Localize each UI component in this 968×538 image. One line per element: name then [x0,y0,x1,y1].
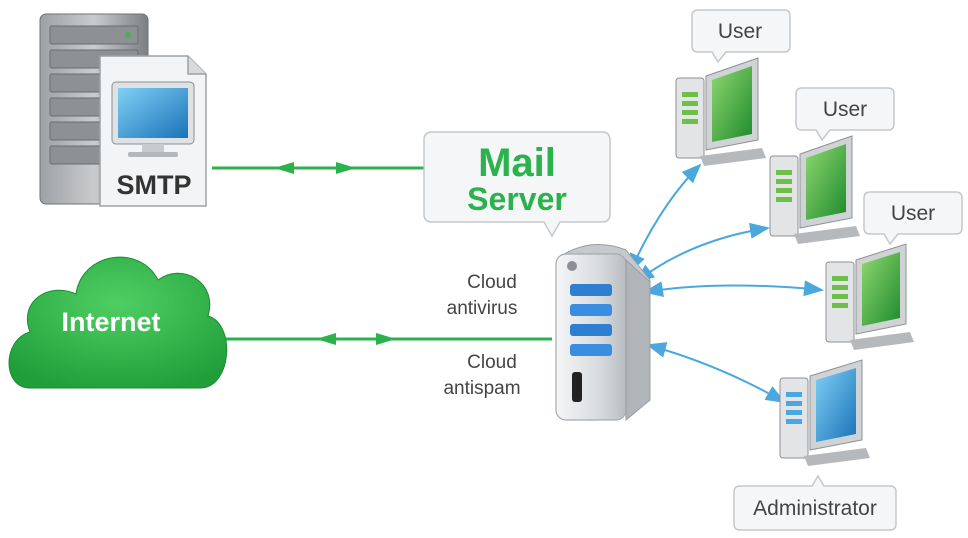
feature-label-antivirus: antivirus [447,298,518,319]
administrator-callout [733,474,897,531]
feature-label-cloud-1: Cloud [467,272,517,293]
user-label-2: User [823,98,867,121]
internet-link-arrow-right [376,333,396,345]
administrator-computer-icon [779,359,870,466]
user-callout-3 [863,191,963,246]
feature-label-cloud-2: Cloud [467,352,517,373]
connections [212,162,824,404]
smtp-server-icon [39,13,207,207]
mail-server-callout [423,131,611,238]
user1-link [629,163,702,274]
user2-link [634,222,770,284]
mail-server-title-line1: Mail [478,141,556,185]
mail-server-title-line2: Server [467,181,567,217]
user-computer-icon [675,57,766,166]
smtp-link-arrow-left [274,162,294,174]
user-label-3: User [891,202,935,225]
feature-label-antispam: antispam [443,378,520,399]
user-callout-2 [795,87,895,142]
user-callout-1 [691,9,791,64]
cloud-icon [8,256,228,389]
mail-server-tower-icon [555,244,651,422]
user-label-1: User [718,20,762,43]
admin-link [646,342,786,404]
internet-link-arrow-left [316,333,336,345]
administrator-label: Administrator [753,497,877,520]
internet-label: Internet [61,307,160,337]
user3-link [643,280,824,298]
user-computer-icon [825,243,914,350]
smtp-label: SMTP [116,170,191,200]
smtp-link-arrow-right [336,162,356,174]
user-computer-icon [769,135,860,244]
